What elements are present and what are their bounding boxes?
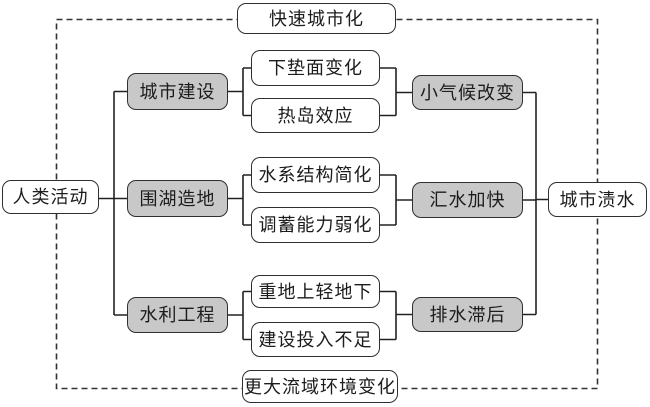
node-surface-over-underground: 重地上轻地下 bbox=[251, 275, 380, 308]
node-heat-island-effect: 热岛效应 bbox=[251, 98, 380, 133]
node-storage-capacity-weakening: 调蓄能力弱化 bbox=[251, 207, 380, 243]
dashed-feedback-frame bbox=[55, 18, 599, 390]
node-lake-reclamation: 围湖造地 bbox=[127, 180, 228, 217]
source-branch-lines bbox=[99, 90, 127, 316]
group1-left-bracket bbox=[228, 67, 251, 117]
node-urban-construction: 城市建设 bbox=[127, 73, 228, 110]
group3-left-bracket bbox=[228, 290, 251, 341]
results-to-outcome-lines bbox=[523, 91, 548, 316]
group2-right-bracket bbox=[380, 174, 412, 226]
node-water-system-simplification: 水系结构简化 bbox=[251, 157, 380, 193]
node-microclimate-change: 小气候改变 bbox=[412, 75, 523, 110]
group1-right-bracket bbox=[380, 67, 412, 117]
group3-right-bracket bbox=[380, 290, 412, 341]
node-urban-waterlogging: 城市渍水 bbox=[548, 182, 647, 217]
node-human-activities: 人类活动 bbox=[2, 180, 99, 214]
node-underlying-surface-change: 下垫面变化 bbox=[251, 50, 380, 86]
node-drainage-lag: 排水滞后 bbox=[412, 297, 523, 332]
node-catchment-acceleration: 汇水加快 bbox=[412, 182, 523, 218]
node-insufficient-investment: 建设投入不足 bbox=[251, 322, 380, 357]
node-water-conservancy-projects: 水利工程 bbox=[127, 297, 228, 333]
node-rapid-urbanization: 快速城市化 bbox=[237, 3, 396, 34]
node-larger-basin-environment-change: 更大流域环境变化 bbox=[242, 370, 398, 403]
group2-left-bracket bbox=[228, 174, 251, 226]
